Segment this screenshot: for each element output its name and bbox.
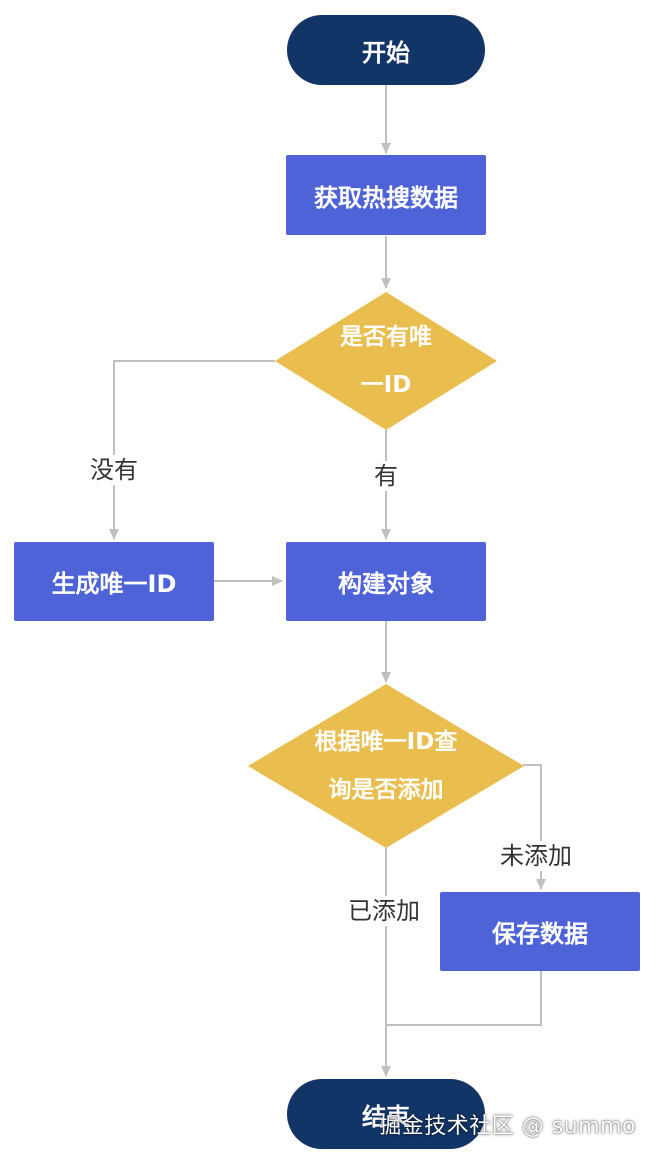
edge-decision1-no (109, 360, 275, 540)
build-object-node: 构建对象 (286, 542, 486, 621)
start-label: 开始 (362, 38, 410, 67)
save-data-label: 保存数据 (492, 920, 588, 948)
end-node: 结束 (287, 1079, 485, 1149)
decision2-line2: 询是否添加 (328, 777, 444, 803)
already-added-decision: 根据唯一ID查 询是否添加 (248, 684, 524, 848)
fetch-hot-search-node: 获取热搜数据 (286, 155, 486, 235)
generate-id-label: 生成唯一ID (51, 570, 177, 598)
end-label: 结束 (362, 1102, 410, 1131)
has-unique-id-decision: 是否有唯 一ID (275, 292, 497, 430)
build-object-label: 构建对象 (338, 570, 434, 598)
yes-label: 有 (372, 461, 400, 491)
decision-shape (248, 684, 524, 848)
edge-save-to-end (386, 971, 542, 1026)
save-data-node: 保存数据 (440, 892, 640, 971)
decision1-line2: 一ID (360, 372, 412, 398)
added-label: 已添加 (346, 896, 422, 926)
start-node: 开始 (287, 15, 485, 85)
decision-shape (275, 292, 497, 430)
no-label: 没有 (88, 455, 140, 485)
decision2-line1: 根据唯一ID查 (314, 729, 458, 755)
fetch-hot-search-label: 获取热搜数据 (314, 183, 458, 212)
generate-id-node: 生成唯一ID (14, 542, 214, 621)
not-added-label: 未添加 (498, 841, 574, 871)
decision1-line1: 是否有唯 (340, 324, 432, 350)
watermark: 掘金技术社区 @ summo (379, 1114, 636, 1139)
